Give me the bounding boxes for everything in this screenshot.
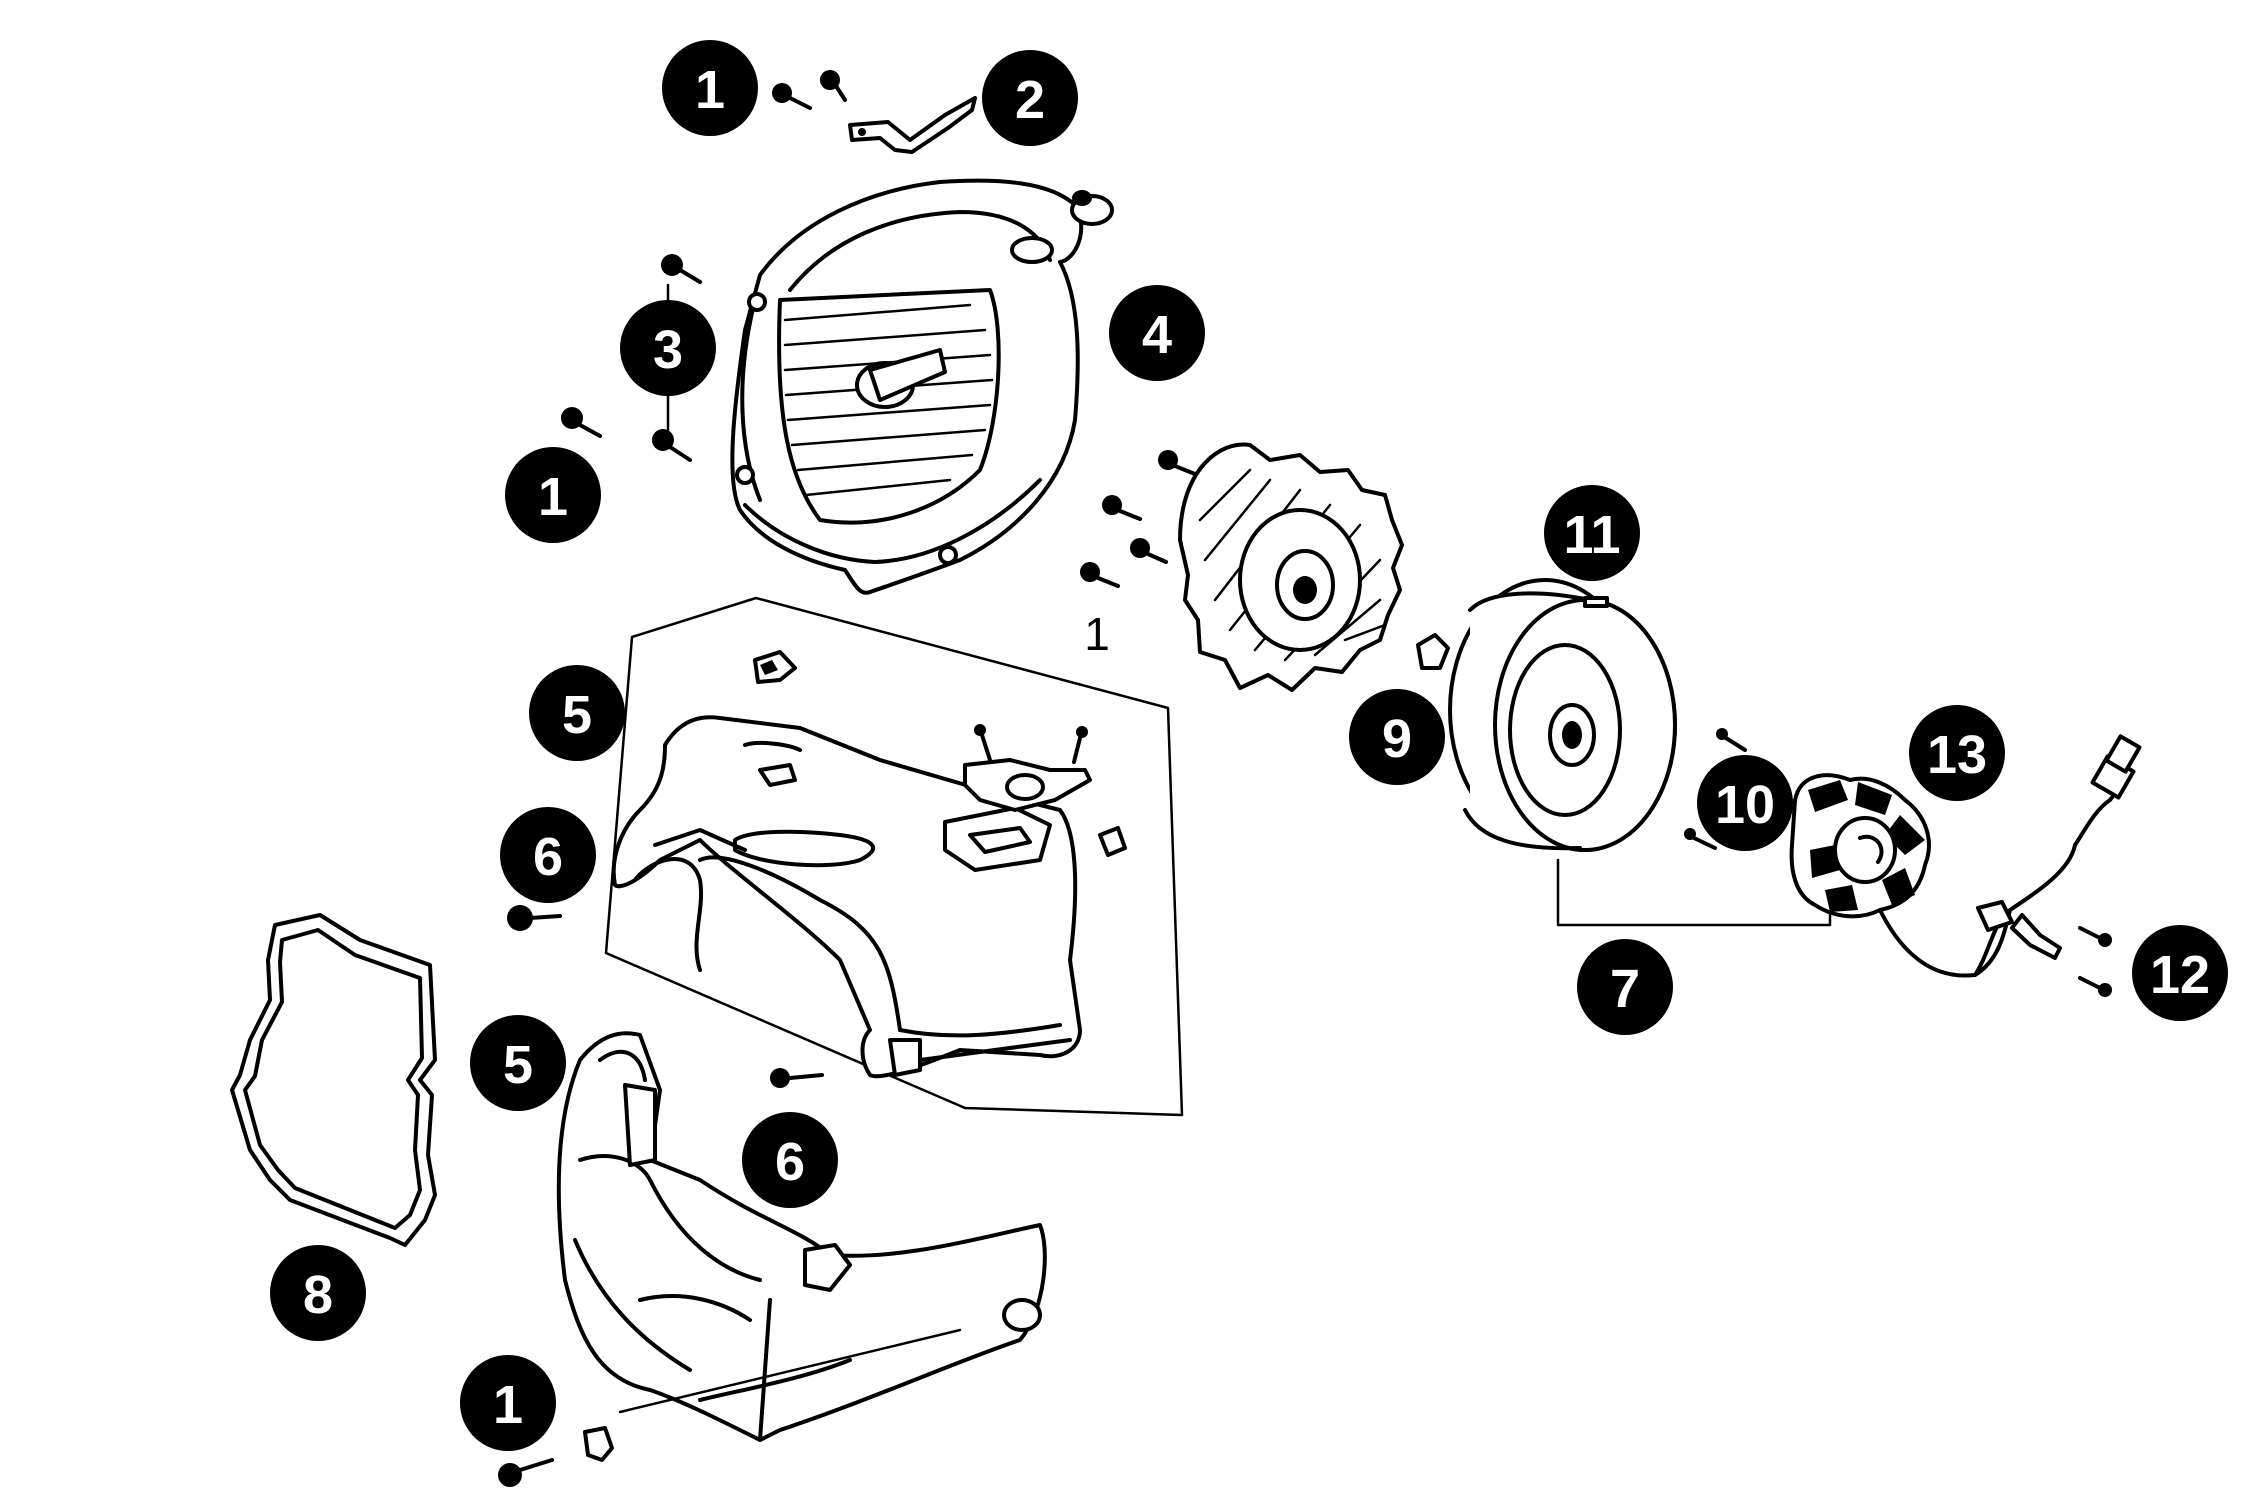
callout-badge: 9 [1349, 689, 1445, 785]
screw [770, 1068, 824, 1088]
screw [772, 83, 812, 110]
callout-badge: 11 [1544, 485, 1640, 581]
clip [583, 1426, 614, 1462]
screw [820, 70, 847, 102]
callout-label: 10 [1715, 775, 1775, 835]
callout-badge: 13 [1909, 705, 2005, 801]
callout-label: 11 [1563, 505, 1620, 565]
callout-badge: 7 [1577, 939, 1673, 1035]
screw [2078, 976, 2112, 997]
screw [1716, 728, 1747, 752]
callout-badge: 5 [529, 665, 625, 761]
callout-label-plain: 1 [1084, 608, 1110, 660]
callout-label: 5 [562, 685, 592, 745]
screw [1130, 538, 1168, 564]
part-group-outline [604, 596, 1184, 1117]
callout-badge: 10 [1697, 755, 1793, 851]
callout-label: 5 [503, 1035, 533, 1095]
callout-badge: 4 [1109, 285, 1205, 381]
screw [2078, 926, 2112, 947]
callout-label: 6 [533, 827, 563, 887]
callout-label: 2 [1015, 70, 1045, 130]
callout-label: 1 [493, 1375, 523, 1435]
screw [561, 407, 602, 438]
clip [1098, 826, 1127, 857]
callout-badge: 1 [505, 447, 601, 543]
screw [1080, 562, 1120, 588]
leader-line [1556, 858, 1832, 927]
callout-label: 12 [2150, 945, 2210, 1005]
callout-badge: 1 [460, 1355, 556, 1451]
screw [1158, 450, 1197, 476]
screw [498, 1458, 554, 1487]
screw [661, 254, 702, 284]
callout-label: 6 [775, 1132, 805, 1192]
rotor [1448, 578, 1677, 855]
nut [1416, 633, 1450, 670]
callout-badge: 1 [662, 40, 758, 136]
screw [1684, 828, 1717, 850]
screw [507, 905, 562, 931]
screw [652, 429, 692, 462]
stator [1789, 773, 1931, 919]
callout-label: 7 [1610, 959, 1640, 1019]
callout-badge: 12 [2132, 925, 2228, 1021]
callout-badge: 6 [742, 1112, 838, 1208]
callout-badge: 3 [620, 300, 716, 396]
callout-label: 4 [1142, 305, 1172, 365]
wire-harness [1878, 768, 2123, 978]
callout-label: 9 [1382, 709, 1412, 769]
callout-label: 1 [538, 467, 568, 527]
fan-shroud [730, 178, 1114, 595]
callout-label: 3 [653, 320, 683, 380]
callout-label: 8 [303, 1265, 333, 1325]
callout-badge: 8 [270, 1245, 366, 1341]
callout-badge: 2 [982, 50, 1078, 146]
callout-label: 13 [1927, 725, 1987, 785]
callout-badge: 6 [500, 807, 596, 903]
screw [1102, 495, 1142, 521]
bracket [848, 96, 977, 154]
air-shroud-upper [611, 715, 1082, 1079]
gasket [230, 913, 437, 1247]
callout-badge: 5 [470, 1015, 566, 1111]
flywheel-fan [1178, 442, 1404, 692]
callout-label: 1 [695, 60, 725, 120]
air-shroud-lower [556, 1031, 1047, 1442]
